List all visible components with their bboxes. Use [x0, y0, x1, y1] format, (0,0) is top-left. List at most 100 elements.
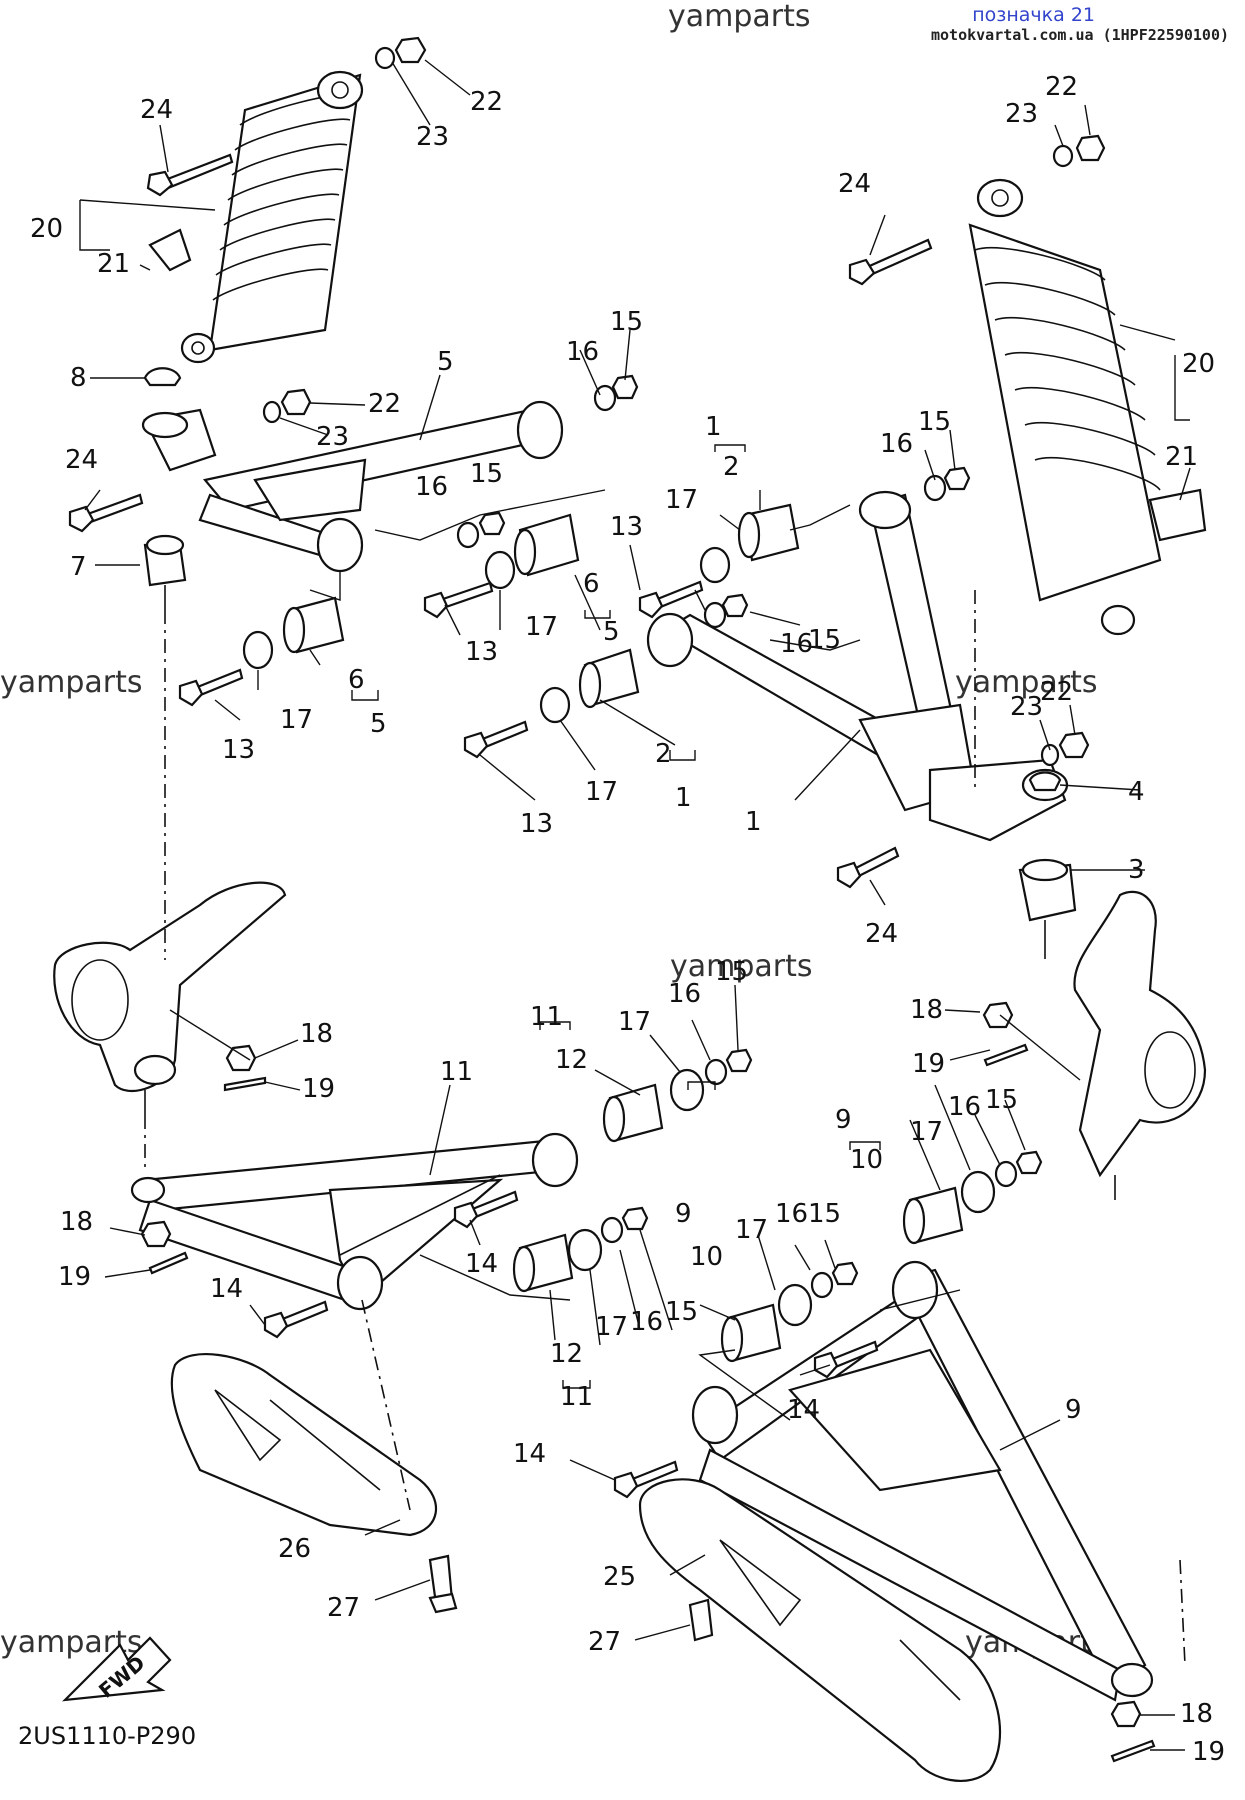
bolt-14 — [613, 1460, 679, 1499]
callout-27: 27 — [327, 1593, 360, 1623]
callout-9: 9 — [1065, 1395, 1082, 1425]
callout-11: 11 — [530, 1002, 563, 1032]
callout-15: 15 — [470, 459, 503, 489]
bushing-10 — [902, 1186, 964, 1245]
callout-18: 18 — [300, 1019, 333, 1049]
nut-22 — [1075, 134, 1106, 162]
bolt-27 — [688, 1598, 714, 1642]
callout-numbers: 24 22 23 20 21 8 22 23 5 24 7 16 15 16 1… — [30, 72, 1225, 1767]
lower-arm-11 — [130, 1132, 579, 1311]
callout-5: 5 — [370, 709, 387, 739]
washer-16 — [703, 601, 727, 629]
callout-1: 1 — [745, 807, 762, 837]
cotter-pin-19 — [148, 1251, 189, 1275]
bushing-12 — [512, 1233, 574, 1293]
nut-15 — [611, 374, 639, 400]
callout-11: 11 — [440, 1057, 473, 1087]
callout-15: 15 — [715, 957, 748, 987]
callout-12: 12 — [550, 1339, 583, 1369]
callout-21: 21 — [97, 249, 130, 279]
callout-14: 14 — [513, 1439, 546, 1469]
callout-22: 22 — [368, 389, 401, 419]
left-shock-absorber — [180, 70, 364, 364]
brackets — [351, 444, 881, 1389]
bushing-6 — [282, 596, 345, 654]
nut-15 — [1015, 1150, 1043, 1175]
callout-23: 23 — [1005, 99, 1038, 129]
nut-22 — [280, 388, 312, 416]
callout-3: 3 — [1128, 855, 1145, 885]
bolt-13 — [463, 720, 529, 759]
upper-ball-joint-3 — [1018, 858, 1077, 945]
callout-23: 23 — [316, 422, 349, 452]
callout-18: 18 — [910, 995, 943, 1025]
callout-17: 17 — [280, 705, 313, 735]
callout-9: 9 — [675, 1199, 692, 1229]
washer-23 — [374, 46, 396, 70]
shock-cover-21 — [1148, 488, 1207, 542]
callout-2: 2 — [655, 739, 672, 769]
upper-ball-joint-7 — [141, 408, 217, 610]
right-shock-absorber — [968, 178, 1207, 636]
callout-7: 7 — [70, 552, 87, 582]
circlip-4 — [1028, 771, 1062, 792]
callout-23: 23 — [1010, 692, 1043, 722]
badge-link[interactable]: позначка 21 — [972, 4, 1095, 26]
nut-15 — [725, 1048, 753, 1073]
callout-4: 4 — [1128, 777, 1145, 807]
callout-1: 1 — [675, 783, 692, 813]
callout-26: 26 — [278, 1534, 311, 1564]
bushing-6 — [513, 513, 580, 577]
upper-arm-5 — [198, 400, 564, 573]
collar-17 — [567, 1228, 603, 1272]
arm-guard-25 — [638, 1478, 1002, 1782]
callout-10: 10 — [850, 1145, 883, 1175]
bolt-13 — [638, 580, 704, 619]
washer-16 — [810, 1271, 834, 1299]
callout-13: 13 — [222, 735, 255, 765]
circlip-8 — [143, 367, 182, 387]
axis-line — [1179, 1559, 1186, 1666]
callout-16: 16 — [880, 429, 913, 459]
callout-15: 15 — [918, 407, 951, 437]
nut-18 — [140, 1220, 172, 1248]
callout-12: 12 — [555, 1045, 588, 1075]
callout-14: 14 — [210, 1274, 243, 1304]
nut-15 — [478, 511, 506, 536]
callout-15: 15 — [665, 1297, 698, 1327]
collar-17 — [669, 1068, 705, 1112]
callout-22: 22 — [470, 87, 503, 117]
nut-18 — [1110, 1700, 1142, 1728]
callout-15: 15 — [808, 1199, 841, 1229]
watermark: yamparts — [670, 949, 813, 984]
callout-22: 22 — [1045, 72, 1078, 102]
collar-17 — [242, 630, 274, 670]
callout-2: 2 — [723, 452, 740, 482]
nut-18 — [982, 1001, 1014, 1029]
watermark: yamparts — [955, 665, 1098, 700]
washer-16 — [923, 474, 947, 502]
washer-16 — [593, 384, 617, 412]
diagram-code: 2US1110-P290 — [18, 1722, 197, 1750]
callout-20: 20 — [30, 214, 63, 244]
callout-6: 6 — [348, 665, 365, 695]
right-knuckle — [1073, 890, 1207, 1200]
washer-16 — [600, 1216, 624, 1244]
callout-22: 22 — [1040, 677, 1073, 707]
callout-13: 13 — [465, 637, 498, 667]
callout-24: 24 — [65, 445, 98, 475]
nut-18 — [225, 1044, 257, 1072]
collar-17 — [484, 550, 516, 590]
shock-cover-21 — [148, 228, 192, 272]
bolt-14 — [453, 1190, 519, 1229]
washer-23 — [262, 400, 282, 424]
collar-17 — [699, 546, 731, 584]
washer-16 — [704, 1058, 728, 1086]
callout-18: 18 — [60, 1207, 93, 1237]
callout-19: 19 — [1192, 1737, 1225, 1767]
callout-16: 16 — [948, 1092, 981, 1122]
nut-22 — [394, 36, 427, 64]
callout-17: 17 — [665, 485, 698, 515]
callout-17: 17 — [525, 612, 558, 642]
bolt-14 — [263, 1300, 329, 1339]
